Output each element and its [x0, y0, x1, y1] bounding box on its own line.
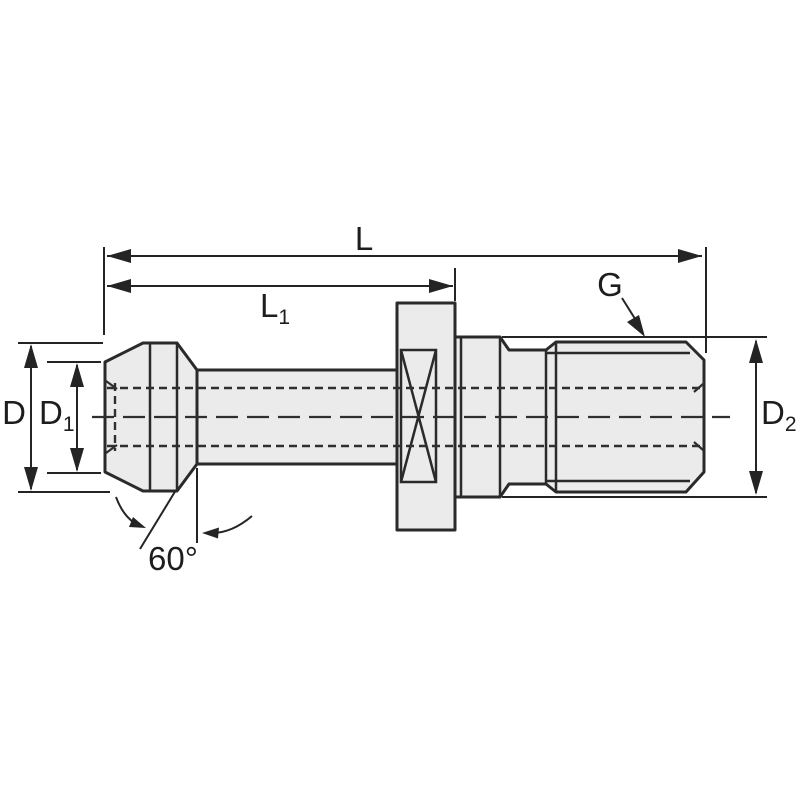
angle-60-label: 60° — [148, 540, 198, 577]
dim-L1-arrow-left — [107, 279, 131, 293]
dim-L1-label-base: L — [260, 287, 278, 324]
dim-D2-label: D2 — [761, 394, 797, 436]
dimension-L1: L1 — [107, 268, 456, 329]
dim-D2-label-base: D — [761, 394, 785, 431]
callout-G-arrowhead — [627, 315, 645, 337]
callout-G: G — [597, 266, 645, 337]
dim-D2-label-sub: 2 — [785, 413, 797, 436]
dim-L1-label: L1 — [260, 287, 290, 329]
dim-D-label: D — [2, 394, 26, 431]
dim-L1-label-sub: 1 — [278, 306, 290, 329]
dimension-D2: D2 — [502, 336, 797, 498]
dim-L-label: L — [355, 220, 373, 257]
dim-L-arrow-left — [107, 249, 131, 263]
angle-60-annotation: 60° — [115, 468, 253, 577]
dimension-L: L — [103, 220, 707, 353]
dim-D1-label: D1 — [39, 394, 75, 436]
dim-D2-arrow-bottom — [749, 471, 763, 495]
bore-chamfer-tick-top-left — [105, 380, 118, 390]
dim-L1-arrow-right — [429, 279, 453, 293]
angle-arc-left-arrowhead — [129, 517, 146, 528]
dim-D2-arrow-top — [749, 339, 763, 363]
thread-end-outline — [453, 335, 706, 499]
dim-L-arrow-right — [678, 249, 702, 263]
dimension-D1: D1 — [39, 361, 101, 474]
dim-D1-arrow-top — [70, 363, 84, 387]
dimension-D: D — [2, 342, 110, 493]
dim-D1-label-sub: 1 — [63, 413, 75, 436]
dim-D-arrow-bottom — [24, 467, 38, 491]
bore-chamfer-tick-bottom-left — [105, 444, 118, 454]
dim-D1-arrow-bottom — [70, 448, 84, 472]
callout-G-label: G — [597, 266, 623, 303]
dim-D1-label-base: D — [39, 394, 63, 431]
hidden-bore-lines — [105, 380, 702, 454]
angle-cone-extension-line — [139, 489, 177, 550]
dim-D-arrow-top — [24, 344, 38, 368]
angle-arc-right-arrowhead — [202, 527, 219, 539]
